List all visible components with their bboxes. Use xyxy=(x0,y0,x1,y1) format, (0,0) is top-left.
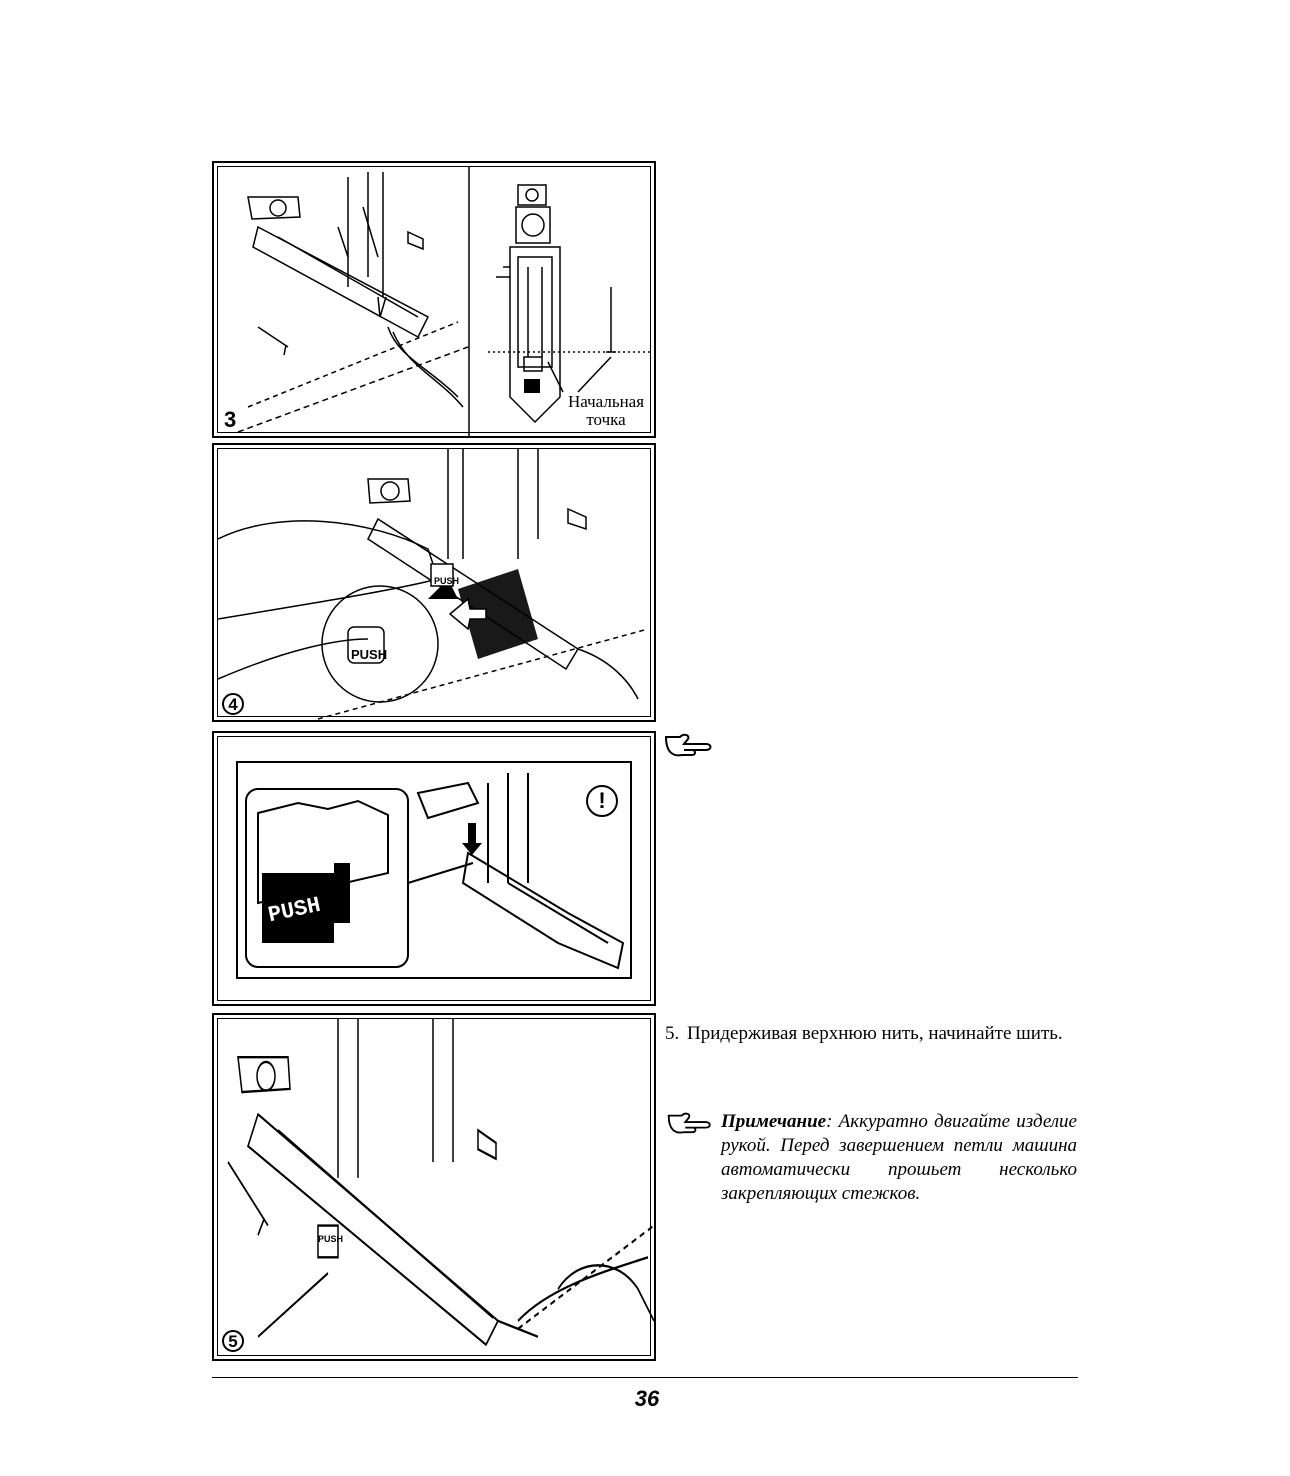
warning-illustration xyxy=(245,773,625,970)
note-text: Аккуратно двигайте изделие рукой. Перед … xyxy=(721,1111,1077,1204)
callout-start-point: Начальная точка xyxy=(558,393,654,429)
step-5-number: 5. xyxy=(665,1023,680,1044)
note-separator: : xyxy=(826,1111,833,1132)
callout-line-2: точка xyxy=(586,410,626,429)
push-label-small: PUSH xyxy=(434,576,460,586)
note-title: Примечание xyxy=(721,1111,827,1132)
page-number: 36 xyxy=(634,1386,660,1411)
warning-icon: ! xyxy=(598,788,606,813)
figure-4-frame: PUSH PUSH 4 xyxy=(217,448,651,720)
figure-5-panel: PUSH 5 xyxy=(212,1013,656,1361)
warning-frame: PUSH ! xyxy=(217,736,651,1001)
figure-3-label: 3 xyxy=(224,407,237,432)
pointing-hand-icon xyxy=(664,733,712,757)
figure-5-number: 5 xyxy=(228,1332,238,1351)
figure-4-number: 4 xyxy=(228,695,238,714)
warning-box: PUSH ! xyxy=(236,761,632,979)
push-label-large: PUSH xyxy=(351,647,388,662)
note-content: Примечание: Аккуратно двигайте изделие р… xyxy=(665,1110,1077,1206)
note-block: Примечание: Аккуратно двигайте изделие р… xyxy=(665,1110,1077,1206)
warning-panel: PUSH ! xyxy=(212,731,656,1006)
figure-4-panel: PUSH PUSH 4 xyxy=(212,443,656,722)
step-5-instruction: 5. Придерживая верхнюю нить, начинайте ш… xyxy=(665,1022,1077,1046)
step-5-text: Придерживая верхнюю нить, начинайте шить… xyxy=(687,1023,1063,1044)
note-pointing-hand-icon xyxy=(667,1112,711,1134)
figure-4-label: 4 xyxy=(222,693,244,715)
figure-5-frame: PUSH 5 xyxy=(217,1018,654,1356)
callout-line-1: Начальная xyxy=(567,392,645,411)
figure-5-label: 5 xyxy=(222,1330,244,1352)
figure-3-illustration xyxy=(237,167,650,436)
figure-3-panel: 3 Начальная точка xyxy=(212,161,656,438)
figure-5-illustration xyxy=(227,1019,654,1347)
figure-4-illustration xyxy=(218,449,649,720)
footer-divider xyxy=(212,1377,1078,1378)
figure-3-frame: 3 Начальная точка xyxy=(217,166,654,436)
push-label-fig5: PUSH xyxy=(318,1234,344,1244)
